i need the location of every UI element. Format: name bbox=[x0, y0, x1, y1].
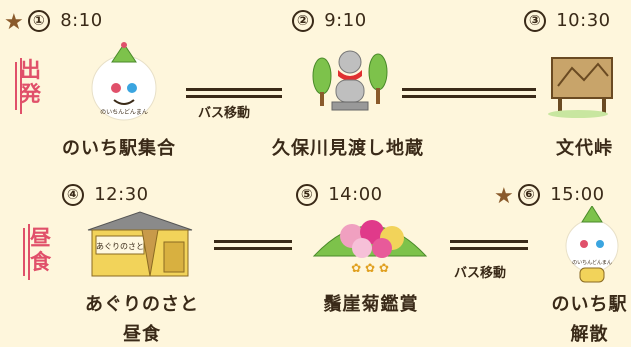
place-name: あぐりのさと 昼食 bbox=[72, 290, 212, 346]
place-name: 久保川見渡し地蔵 bbox=[272, 138, 424, 159]
mascot-icon: のいちんどんまん bbox=[565, 206, 619, 283]
stop-1-header: ① 8:10 bbox=[28, 10, 103, 32]
tag-char: 昼 bbox=[30, 226, 51, 250]
stop-2-header: ② 9:10 bbox=[292, 10, 367, 32]
place-line: のいち駅 bbox=[551, 294, 628, 315]
stop-number: ③ bbox=[524, 10, 546, 32]
departure-tag: 出 発 bbox=[20, 58, 41, 106]
svg-text:✿ ✿ ✿: ✿ ✿ ✿ bbox=[351, 261, 389, 275]
place-line: 解散 bbox=[570, 324, 609, 345]
tag-char: 発 bbox=[20, 82, 41, 106]
stop-number: ④ bbox=[62, 184, 84, 206]
place-name: のいち駅集合 bbox=[62, 138, 176, 159]
stop-number: ① bbox=[28, 10, 50, 32]
stop-3-header: ③ 10:30 bbox=[524, 10, 611, 32]
stop-4-header: ④ 12:30 bbox=[62, 184, 149, 206]
mascot-icon: のいちんどんまん bbox=[91, 42, 157, 121]
pass-map-icon bbox=[548, 57, 613, 118]
stop-time: 14:00 bbox=[328, 184, 383, 205]
tag-char: 食 bbox=[30, 250, 51, 274]
svg-text:あぐりのさと: あぐりのさと bbox=[96, 242, 144, 251]
tag-lines bbox=[15, 58, 22, 114]
stop-time: 12:30 bbox=[94, 184, 149, 205]
jizo-statue-icon bbox=[312, 50, 388, 111]
stop-number: ② bbox=[292, 10, 314, 32]
route-connector bbox=[402, 88, 536, 98]
place-name: のいち駅 解散 bbox=[548, 290, 631, 346]
tag-lines bbox=[23, 224, 30, 280]
stop-time: 10:30 bbox=[556, 10, 611, 31]
stop-time: 9:10 bbox=[324, 10, 367, 31]
stop-5-header: ⑤ 14:00 bbox=[296, 184, 383, 206]
route-connector bbox=[450, 240, 528, 250]
place-name: 鬚崖菊鑑賞 bbox=[323, 294, 419, 315]
stop-6-header: ⑥ 15:00 bbox=[518, 184, 605, 206]
stop-number: ⑤ bbox=[296, 184, 318, 206]
star-icon: ★ bbox=[4, 10, 24, 35]
route-connector bbox=[186, 88, 282, 98]
svg-text:のいちんどんまん: のいちんどんまん bbox=[100, 108, 148, 116]
chrysanthemum-cliff-icon: ✿ ✿ ✿ bbox=[312, 220, 428, 275]
place-line: 昼食 bbox=[123, 324, 161, 345]
place-line: あぐりのさと bbox=[85, 294, 199, 315]
route-connector bbox=[214, 240, 292, 250]
tag-char: 出 bbox=[20, 58, 41, 82]
stop-time: 8:10 bbox=[60, 10, 103, 31]
lunch-tag: 昼 食 bbox=[30, 226, 51, 274]
restaurant-building-icon: あぐりのさと bbox=[87, 211, 193, 277]
stop-time: 15:00 bbox=[550, 184, 605, 205]
bus-transfer-label: バス移動 bbox=[198, 106, 251, 121]
bus-transfer-label: バス移動 bbox=[454, 266, 507, 281]
star-icon: ★ bbox=[494, 184, 514, 209]
svg-text:のいちんどんまん: のいちんどんまん bbox=[572, 259, 612, 266]
place-name: 文代峠 bbox=[556, 138, 613, 159]
stop-number: ⑥ bbox=[518, 184, 540, 206]
